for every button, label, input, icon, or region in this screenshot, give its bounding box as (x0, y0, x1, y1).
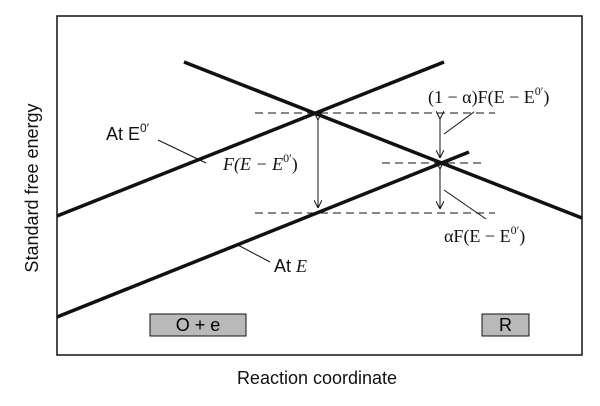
state-box-O-plus-e-rect (149, 313, 247, 337)
y-axis-label: Standard free energy (22, 103, 42, 272)
state-box-R: R (481, 313, 530, 337)
curve-reactant-at-E0 (56, 60, 445, 218)
leader-alpha (443, 189, 487, 220)
state-box-R-label: R (499, 315, 512, 335)
label-F-delta: F(E − E0′) (222, 151, 298, 175)
curve-reactant-at-E (56, 150, 470, 319)
leader-at-E0 (157, 139, 207, 164)
label-alpha: αF(E − E0′) (444, 223, 525, 247)
plot-frame (56, 15, 583, 356)
state-box-O-plus-e: O + e (149, 313, 247, 337)
label-at-E0: At E0′ (106, 121, 150, 144)
x-axis-label: Reaction coordinate (237, 368, 397, 388)
leader-one-minus-alpha (443, 111, 475, 135)
curve-product (183, 60, 583, 220)
state-box-R-rect (481, 313, 530, 337)
state-box-O-plus-e-label: O + e (176, 315, 221, 335)
label-one-minus-alpha: (1 − α)F(E − E0′) (428, 84, 549, 108)
label-at-E: At E (274, 256, 307, 276)
leader-at-E (235, 243, 271, 263)
